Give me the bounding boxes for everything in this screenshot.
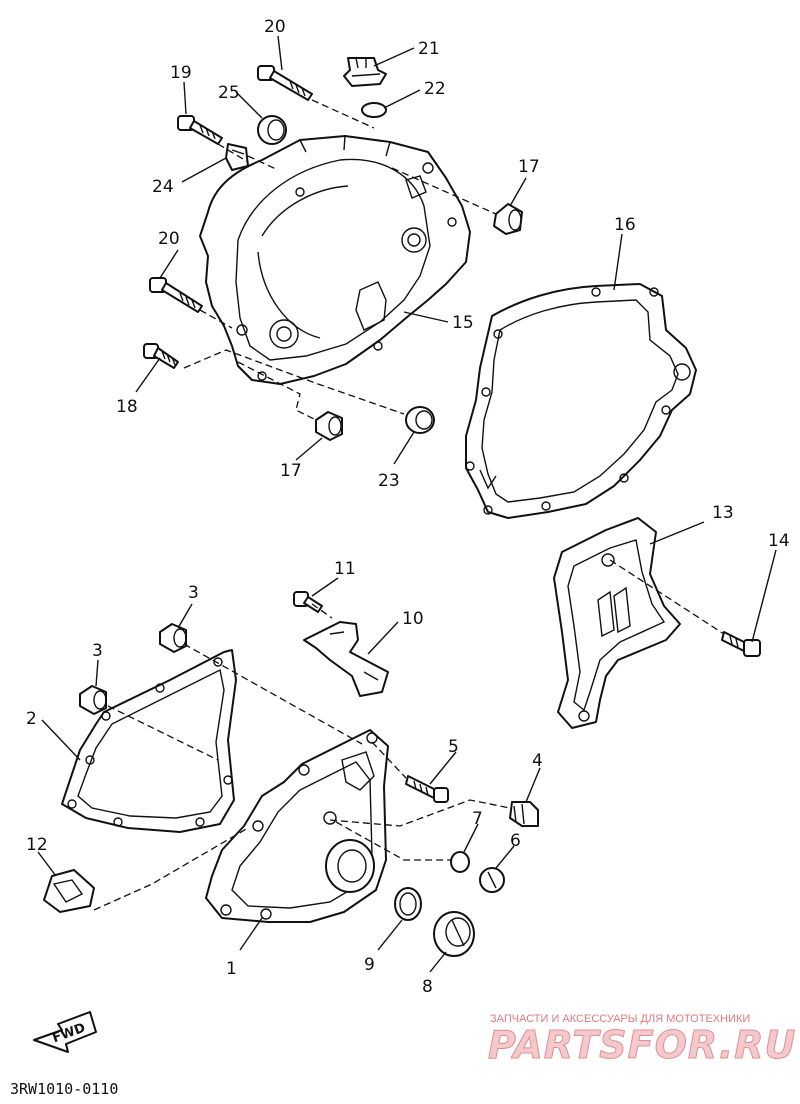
callout-17-lower: 17 [280,461,302,481]
callout-25: 25 [218,83,240,103]
callout-15: 15 [452,313,474,333]
cap-part-24 [225,143,249,171]
bolt-part-11 [293,591,323,613]
oil-seal-part-23 [405,406,435,434]
callout-2: 2 [26,709,37,729]
assembly-lines [93,99,725,911]
callout-20-top: 20 [264,17,286,37]
plug-part-6 [479,867,505,893]
callout-9: 9 [364,955,375,975]
bracket-part-10 [303,621,389,697]
callout-24: 24 [152,177,174,197]
dowel-pin-part-3-upper [159,623,187,653]
callout-22: 22 [424,79,446,99]
callout-19: 19 [170,63,192,83]
forward-direction-arrow: FWD [33,1011,97,1053]
clip-part-12 [43,869,95,913]
callout-21: 21 [418,39,440,59]
callout-4: 4 [532,751,543,771]
callout-23: 23 [378,471,400,491]
bolt-part-19 [177,115,223,145]
bolt-part-18 [143,343,179,369]
bolt-part-14 [721,631,761,657]
callout-18: 18 [116,397,138,417]
callout-10: 10 [402,609,424,629]
oil-filler-cap-part-21 [343,57,387,87]
o-ring-part-22 [361,102,387,118]
callout-16: 16 [614,215,636,235]
watermark-logo: PARTSFOR.RU [488,1023,796,1067]
gasket-part-2 [61,649,237,833]
o-ring-part-7 [450,851,470,873]
drawing-code: 3RW1010-0110 [10,1080,118,1098]
callout-17-upper: 17 [518,157,540,177]
callout-20-left: 20 [158,229,180,249]
callout-3-upper: 3 [188,583,199,603]
long-bolt-part-20-left [149,277,203,313]
callout-6: 6 [510,831,521,851]
sprocket-cover-part-13 [553,517,681,729]
callout-11: 11 [334,559,356,579]
callout-1: 1 [226,959,237,979]
bolt-part-5 [405,775,449,803]
dowel-pin-part-17-lower [315,411,343,441]
leader-lines [37,35,777,973]
oil-seal-part-25 [257,115,287,145]
o-ring-part-9 [394,887,422,921]
gasket-part-16 [465,283,697,519]
callout-8: 8 [422,977,433,997]
callout-3-lower: 3 [92,641,103,661]
plug-part-8 [433,911,475,957]
crankcase-cover-part-1 [205,729,389,923]
watermark-tagline: ЗАПЧАСТИ И АКСЕССУАРЫ ДЛЯ МОТОТЕХНИКИ [490,1013,750,1025]
crankcase-cover-part-15 [199,135,471,385]
bolt-part-4 [509,801,539,827]
dowel-pin-part-17-upper [493,203,523,235]
callout-5: 5 [448,737,459,757]
callout-14: 14 [768,531,790,551]
callout-13: 13 [712,503,734,523]
callout-7: 7 [472,809,483,829]
dowel-pin-part-3-lower [79,685,107,715]
watermark: ЗАПЧАСТИ И АКСЕССУАРЫ ДЛЯ МОТОТЕХНИКИ PA… [488,1013,796,1068]
long-bolt-part-20-top [257,65,313,101]
callout-12: 12 [26,835,48,855]
callout-numbers: 1 2 3 3 4 5 6 7 8 9 10 11 12 13 14 15 16… [26,17,790,997]
